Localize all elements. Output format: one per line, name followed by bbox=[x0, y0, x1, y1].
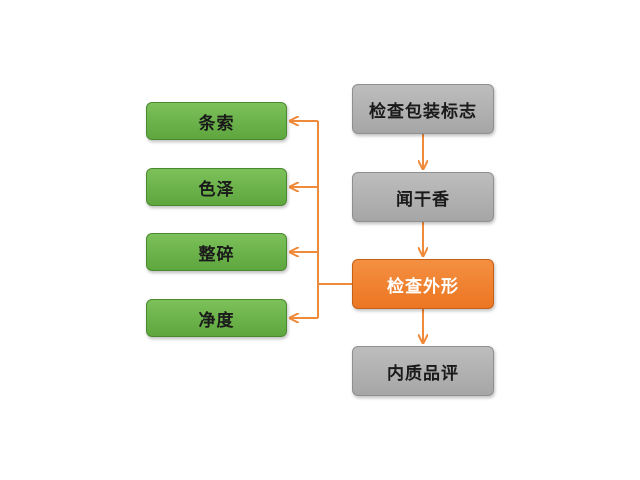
node-dry-aroma: 闻干香 bbox=[352, 172, 494, 222]
node-sese: 色泽 bbox=[146, 168, 287, 206]
node-jingdu: 净度 bbox=[146, 299, 287, 337]
node-check-packaging: 检查包装标志 bbox=[352, 84, 494, 134]
node-check-shape: 检查外形 bbox=[352, 259, 494, 309]
node-tiaosuo: 条索 bbox=[146, 102, 287, 140]
node-inner-quality: 内质品评 bbox=[352, 346, 494, 396]
node-zhengsui: 整碎 bbox=[146, 233, 287, 271]
